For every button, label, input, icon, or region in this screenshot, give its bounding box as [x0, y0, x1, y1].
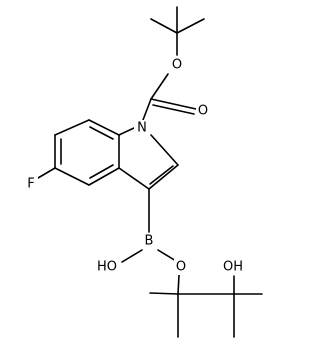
- bond-c7a-c7: [88, 119, 120, 136]
- atom-o-carbonyl-label: O: [198, 104, 208, 119]
- atom-ho-boron-label: HO: [97, 260, 117, 275]
- atom-b-label: B: [145, 234, 154, 249]
- atom-o-ester-label: O: [172, 58, 182, 73]
- atom-o-carbonyl: O: [196, 103, 210, 119]
- bond-o-c-quaternary-1: [177, 274, 180, 295]
- bond-c7-c6: [54, 119, 90, 136]
- atom-o-boron: O: [174, 259, 188, 275]
- bond-c4-c3a: [88, 167, 120, 186]
- bond-tbu-c-methyl-right: [176, 18, 205, 34]
- bond-c2-c3-a: [148, 164, 179, 190]
- bond-n-c2: [150, 134, 179, 166]
- atom-ho-boron: HO: [94, 259, 120, 275]
- bonds: [37, 6, 263, 338]
- bond-c4-c3a-inner: [89, 164, 114, 179]
- bond-b-ho: [121, 249, 143, 263]
- atom-n-indole: N: [134, 120, 150, 136]
- atom-f-label: F: [27, 177, 34, 192]
- atom-f: F: [24, 176, 38, 192]
- bond-c7a-c7-inner: [89, 126, 114, 140]
- bond-c2-c3-b: [149, 165, 174, 185]
- bond-c7a-n: [118, 127, 135, 136]
- atom-oh: OH: [220, 259, 246, 275]
- bond-c5-c4: [54, 167, 90, 186]
- bond-c-carbonyl-o-double-a: [150, 98, 197, 110]
- bond-c-quaternary-1-methyl-left: [149, 292, 179, 295]
- atom-o-boron-label: O: [176, 260, 186, 275]
- bond-c5-f: [37, 167, 56, 179]
- atom-o-ester: O: [170, 57, 184, 73]
- bond-c-carbonyl-o-double-b: [152, 104, 195, 115]
- atom-labels: O O N F B HO O OH: [24, 57, 246, 275]
- bond-o-ester-c-carbonyl: [150, 73, 169, 100]
- molecule-diagram: O O N F B HO O OH: [24, 6, 263, 338]
- atom-n-indole-label: N: [137, 121, 147, 136]
- bond-c-carbonyl-n: [142, 98, 152, 121]
- atom-oh-label: OH: [223, 260, 243, 275]
- bond-b-o: [157, 249, 177, 262]
- bond-c3-c3a: [118, 167, 150, 190]
- atom-b: B: [142, 233, 156, 249]
- bond-tbu-c-methyl-left: [150, 18, 178, 34]
